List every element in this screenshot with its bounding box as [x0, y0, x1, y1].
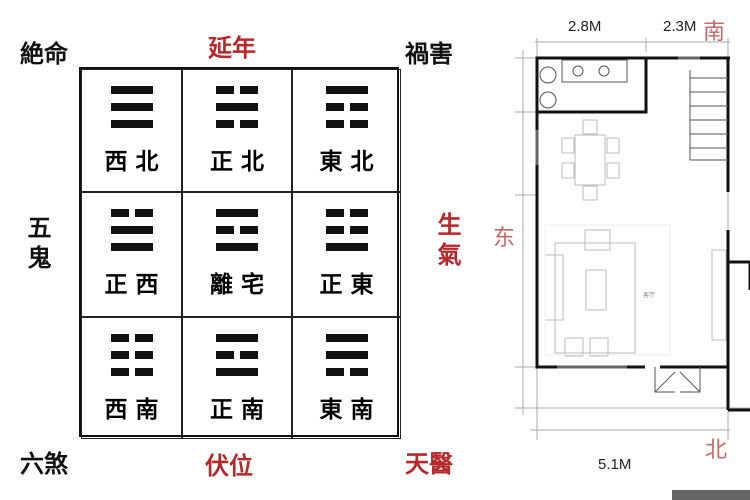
label-liusha: 六煞	[20, 449, 68, 478]
cell-name: 正西	[104, 271, 167, 298]
grid-cell: 東北	[292, 69, 401, 192]
cell-name: 正南	[210, 396, 272, 423]
grid-cell: 東南	[292, 317, 401, 439]
trigram-icon	[325, 209, 368, 251]
label-huohai: 禍害	[405, 39, 453, 68]
broken-line	[110, 334, 153, 342]
solid-line	[110, 243, 153, 251]
broken-line	[110, 351, 153, 359]
dimension-top-right: 2.3M	[663, 18, 697, 35]
solid-line	[110, 86, 153, 94]
trigram-icon	[216, 334, 258, 376]
solid-line	[325, 334, 368, 342]
label-wugui: 五鬼	[23, 215, 52, 275]
label-yannian: 延年	[208, 33, 256, 62]
cell-name: 正北	[210, 148, 272, 175]
trigram-icon	[216, 86, 258, 128]
cell-name: 東北	[319, 148, 382, 175]
broken-line	[325, 103, 368, 111]
room-label: 客厅	[643, 292, 656, 299]
grid-cell: 正東	[292, 192, 401, 317]
grid-cell: 離宅	[182, 192, 292, 317]
label-fuwei: 伏位	[205, 451, 253, 480]
grid-cell: 西北	[81, 69, 182, 192]
broken-line	[325, 209, 368, 217]
cell-name: 離宅	[210, 271, 272, 298]
solid-line	[216, 243, 258, 251]
solid-line	[216, 209, 258, 217]
bagua-grid: 西北 正北 東北正西 離宅 正東西南 正南 東南	[79, 67, 401, 439]
broken-line	[325, 368, 368, 376]
dimension-top-left: 2.8M	[568, 18, 602, 35]
broken-line	[325, 120, 368, 128]
broken-line	[216, 351, 258, 359]
solid-line	[216, 368, 258, 376]
solid-line	[110, 103, 153, 111]
solid-line	[216, 103, 258, 111]
trigram-icon	[110, 209, 153, 251]
solid-line	[325, 86, 368, 94]
grid-cell: 正西	[81, 192, 182, 317]
solid-line	[110, 226, 153, 234]
solid-line	[325, 351, 368, 359]
solid-line	[110, 120, 153, 128]
compass-east: 东	[493, 226, 516, 251]
cell-name: 西北	[104, 148, 167, 175]
trigram-icon	[110, 334, 153, 376]
broken-line	[325, 226, 368, 234]
compass-south: 南	[703, 20, 726, 45]
label-jueming: 絶命	[20, 39, 68, 68]
grid-cell: 正南	[182, 317, 292, 439]
broken-line	[216, 120, 258, 128]
solid-line	[216, 334, 258, 342]
label-tianyi: 天醫	[405, 449, 453, 478]
compass-north: 北	[705, 438, 728, 463]
cell-name: 東南	[319, 396, 382, 423]
trigram-icon	[110, 86, 153, 128]
grid-cell: 西南	[81, 317, 182, 439]
cell-name: 西南	[104, 396, 167, 423]
solid-line	[325, 243, 368, 251]
grid-cell: 正北	[182, 69, 292, 192]
dimension-bottom: 5.1M	[598, 456, 632, 473]
trigram-icon	[325, 334, 368, 376]
trigram-icon	[216, 209, 258, 251]
broken-line	[216, 226, 258, 234]
trigram-icon	[325, 86, 368, 128]
broken-line	[110, 368, 153, 376]
cell-name: 正東	[319, 271, 382, 298]
label-shengqi: 生氣	[433, 212, 462, 272]
broken-line	[110, 209, 153, 217]
broken-line	[216, 86, 258, 94]
